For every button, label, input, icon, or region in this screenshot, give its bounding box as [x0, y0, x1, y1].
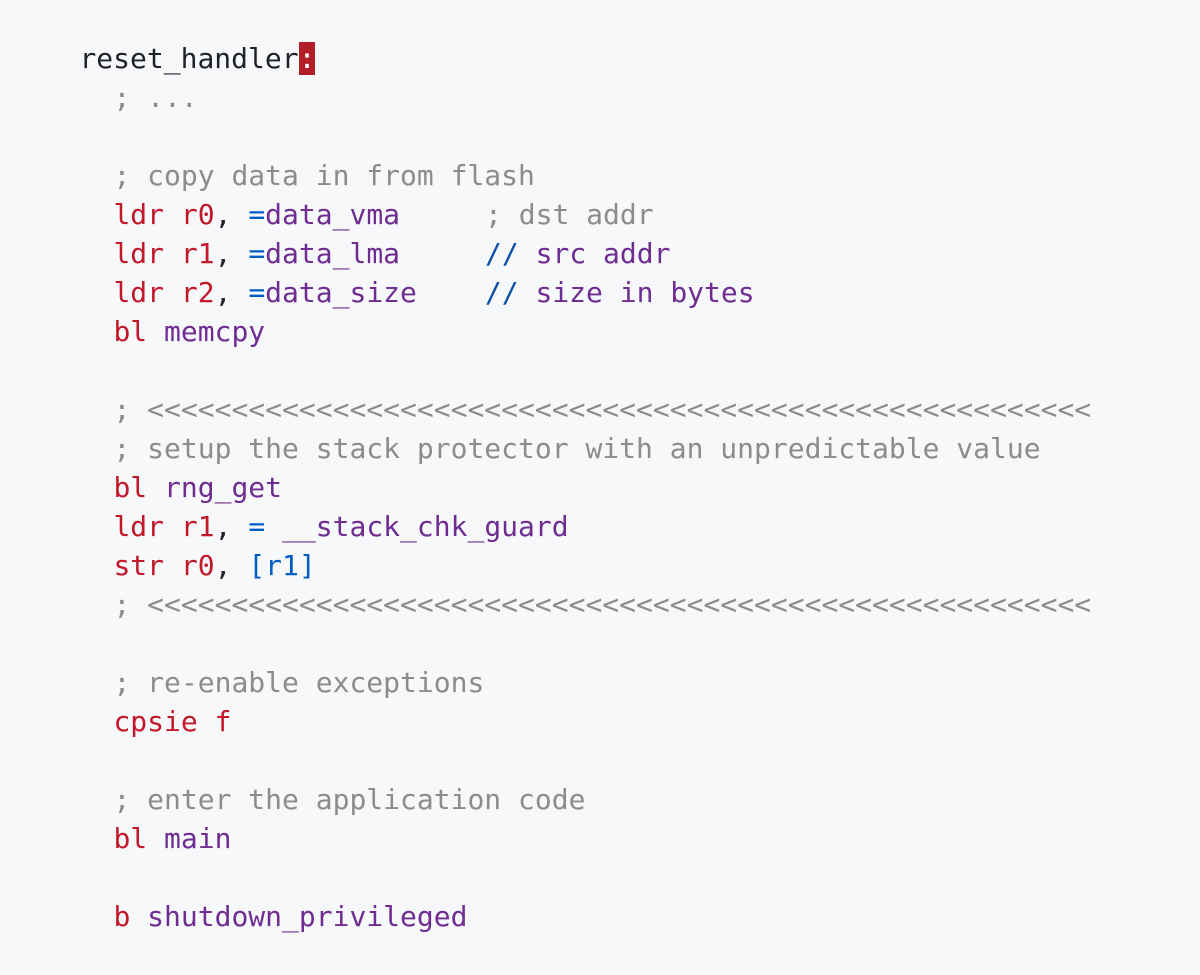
identifier-memcpy: memcpy [164, 315, 266, 348]
instruction-ldr: ldr [113, 510, 165, 543]
identifier-data-lma: data_lma [265, 237, 401, 270]
comment-marker-top: ; <<<<<<<<<<<<<<<<<<<<<<<<<<<<<<<<<<<<<<… [113, 393, 1092, 426]
bracket-close: ] [298, 549, 316, 582]
code-line-4: ; copy data in from flash [12, 117, 534, 192]
instruction-ldr: ldr [113, 237, 165, 270]
code-line-13: ldr r1, = __stack_chk_guard [12, 468, 568, 543]
operator-equals: = [248, 198, 266, 231]
separator-comma: , [214, 276, 232, 309]
code-line-5: ldr r0, =data_vma ; dst addr [12, 156, 653, 231]
identifier-stack-chk-guard: __stack_chk_guard [282, 510, 569, 543]
comment-dst-addr: ; dst addr [485, 198, 654, 231]
label-colon-error-highlight: : [298, 42, 316, 75]
comment-enter-application: ; enter the application code [113, 783, 586, 816]
instruction-bl: bl [113, 822, 148, 855]
code-line-21: bl main [12, 780, 231, 855]
comment-src-addr: src addr [535, 237, 671, 270]
comment-slashes: // [484, 276, 519, 309]
code-line-23: b shutdown_privileged [12, 858, 467, 933]
register-r1: r1 [265, 549, 299, 582]
code-line-15: ; <<<<<<<<<<<<<<<<<<<<<<<<<<<<<<<<<<<<<<… [12, 546, 1091, 621]
comment-copy-data: ; copy data in from flash [113, 159, 535, 192]
comment-marker-bottom: ; <<<<<<<<<<<<<<<<<<<<<<<<<<<<<<<<<<<<<<… [113, 588, 1092, 621]
separator-comma: , [214, 549, 232, 582]
separator-comma: , [214, 198, 232, 231]
bracket-open: [ [248, 549, 266, 582]
instruction-ldr: ldr [113, 198, 165, 231]
identifier-main: main [164, 822, 232, 855]
identifier-shutdown-privileged: shutdown_privileged [147, 900, 468, 933]
register-r0: r0 [180, 549, 215, 582]
identifier-rng-get: rng_get [164, 471, 283, 504]
instruction-str: str [113, 549, 165, 582]
instruction-b: b [113, 900, 131, 933]
code-line-8: bl memcpy [12, 273, 265, 348]
register-r2: r2 [180, 276, 215, 309]
code-line-18: cpsie f [12, 663, 231, 738]
code-line-10: ; <<<<<<<<<<<<<<<<<<<<<<<<<<<<<<<<<<<<<<… [12, 351, 1091, 426]
code-line-12: bl rng_get [12, 429, 282, 504]
instruction-cpsie: cpsie [113, 705, 198, 738]
operator-equals: = [248, 510, 266, 543]
comment-slashes: // [485, 237, 519, 270]
separator-comma: , [214, 237, 232, 270]
comment-ellipsis: ; ... [113, 81, 198, 114]
code-line-1: reset_handler: [12, 0, 316, 75]
register-r1: r1 [180, 510, 215, 543]
code-line-17: ; re-enable exceptions [12, 624, 484, 699]
code-line-2: ; ... [12, 39, 197, 114]
code-line-14: str r0, [r1] [12, 507, 315, 582]
register-r1: r1 [180, 237, 215, 270]
identifier-data-vma: data_vma [265, 198, 401, 231]
register-r0: r0 [180, 198, 215, 231]
code-line-7: ldr r2, =data_size// size in bytes [12, 234, 754, 309]
instruction-ldr: ldr [113, 276, 165, 309]
code-line-6: ldr r1, =data_lma// src addr [12, 195, 670, 270]
instruction-bl: bl [113, 315, 148, 348]
code-line-20: ; enter the application code [12, 741, 585, 816]
code-view: reset_handler: ; ... ; copy data in from… [12, 0, 1091, 933]
operator-equals: = [248, 276, 266, 309]
identifier-data-size: data_size [265, 276, 417, 309]
comment-stack-protector: ; setup the stack protector with an unpr… [113, 432, 1041, 465]
code-line-11: ; setup the stack protector with an unpr… [12, 390, 1040, 465]
instruction-bl: bl [113, 471, 148, 504]
comment-re-enable-exceptions: ; re-enable exceptions [113, 666, 485, 699]
operator-equals: = [248, 237, 266, 270]
separator-comma: , [214, 510, 232, 543]
operand-f: f [214, 705, 232, 738]
label-reset-handler: reset_handler [79, 42, 299, 75]
comment-size-in-bytes: size in bytes [535, 276, 755, 309]
